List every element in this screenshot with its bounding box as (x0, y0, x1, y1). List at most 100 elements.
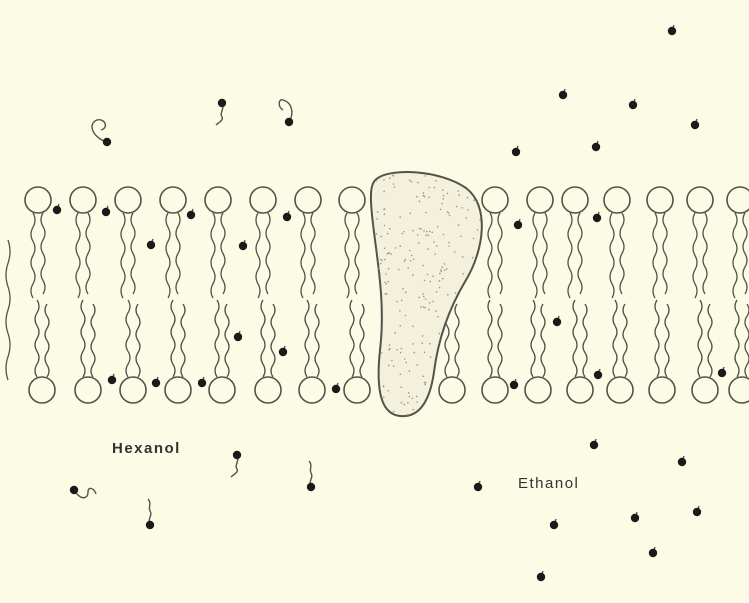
molecule-head (152, 379, 160, 387)
protein-stipple (412, 326, 414, 328)
lipid-tail (225, 304, 229, 377)
protein-stipple (442, 189, 444, 191)
protein-stipple (477, 229, 479, 231)
molecule-head (332, 385, 340, 393)
protein-stipple (411, 255, 413, 257)
lipid-head (527, 187, 553, 213)
protein-stipple (404, 358, 406, 360)
lipid-tail (488, 213, 492, 298)
protein-stipple (381, 352, 383, 354)
protein-stipple (383, 191, 385, 193)
protein-stipple (378, 268, 380, 270)
lipid-tail (91, 304, 95, 377)
protein-stipple (395, 247, 397, 249)
protein-stipple (412, 230, 414, 232)
lipid-top (70, 187, 96, 298)
molecule-head (593, 214, 601, 222)
molecule-head (718, 369, 726, 377)
lipid-tail (136, 304, 140, 377)
protein-stipple (431, 232, 433, 234)
protein-stipple (410, 212, 412, 214)
protein-stipple (449, 215, 451, 217)
protein-stipple (412, 409, 414, 411)
lipid-tail (176, 213, 180, 294)
lipid-tail (221, 213, 225, 294)
lipid-head (25, 187, 51, 213)
molecule-head (146, 521, 154, 529)
molecule-head (590, 441, 598, 449)
alcohol-molecule (474, 481, 482, 491)
lipid-head (255, 377, 281, 403)
lipid-tail (126, 300, 130, 377)
protein-stipple (425, 175, 427, 177)
protein-stipple (416, 364, 418, 366)
lipid-bottom (525, 300, 551, 403)
protein-stipple (412, 343, 414, 345)
protein-stipple (380, 236, 382, 238)
protein-stipple (460, 236, 462, 238)
lipid-tail (45, 304, 49, 377)
protein-stipple (404, 261, 406, 263)
lipid-bottom (299, 300, 325, 403)
protein-stipple (393, 411, 395, 413)
protein-stipple (448, 212, 450, 214)
lipid-head (482, 187, 508, 213)
lipid-tail (620, 213, 624, 294)
protein-stipple (421, 342, 423, 344)
protein-stipple (435, 310, 437, 312)
protein-stipple (436, 291, 438, 293)
molecule-head (102, 208, 110, 216)
lipid-head (344, 377, 370, 403)
alcohol-molecule (678, 456, 686, 466)
protein-stipple (407, 267, 409, 269)
protein-stipple (427, 248, 429, 250)
protein-stipple (383, 397, 385, 399)
alcohol-molecule (279, 100, 293, 127)
protein-stipple (424, 307, 426, 309)
lipid-tail (355, 213, 359, 294)
molecule-head (550, 521, 558, 529)
alcohol-molecule (198, 377, 206, 387)
protein-stipple (411, 181, 413, 183)
lipid-bottom (692, 300, 718, 403)
protein-stipple (425, 298, 427, 300)
molecule-head (629, 101, 637, 109)
lipid-bottom (255, 300, 281, 403)
lipid-head (70, 187, 96, 213)
alcohol-molecule (590, 439, 598, 449)
protein-stipple (439, 287, 441, 289)
lipid-tail (181, 304, 185, 377)
protein-stipple (439, 280, 441, 282)
protein-stipple (479, 220, 481, 222)
lipid-top (604, 187, 630, 298)
alcohol-molecule (108, 374, 116, 384)
protein-stipple (384, 248, 386, 250)
lipid-bottom (75, 300, 101, 403)
molecule-head (103, 138, 111, 146)
alcohol-molecule (514, 219, 522, 229)
lipid-head (562, 187, 588, 213)
protein-stipple (396, 301, 398, 303)
protein-stipple (422, 335, 424, 337)
protein-stipple (418, 297, 420, 299)
protein-stipple (440, 209, 442, 211)
protein-stipple (413, 258, 415, 260)
protein-stipple (383, 179, 385, 181)
lipid-tail (455, 304, 459, 377)
lipid-head (482, 377, 508, 403)
alcohol-molecule (510, 379, 518, 389)
lipid-top (647, 187, 673, 298)
lipid-tail (663, 213, 667, 294)
protein-stipple (396, 349, 398, 351)
molecule-head (285, 118, 293, 126)
protein-stipple (389, 348, 391, 350)
lipid-tail (733, 213, 737, 298)
protein-stipple (425, 382, 427, 384)
protein-stipple (462, 256, 464, 258)
lipid-tail (533, 213, 537, 298)
protein-stipple (441, 266, 443, 268)
lipid-head (687, 187, 713, 213)
protein-stipple (419, 200, 421, 202)
protein-stipple (388, 281, 390, 283)
alcohol-molecule (102, 206, 110, 216)
